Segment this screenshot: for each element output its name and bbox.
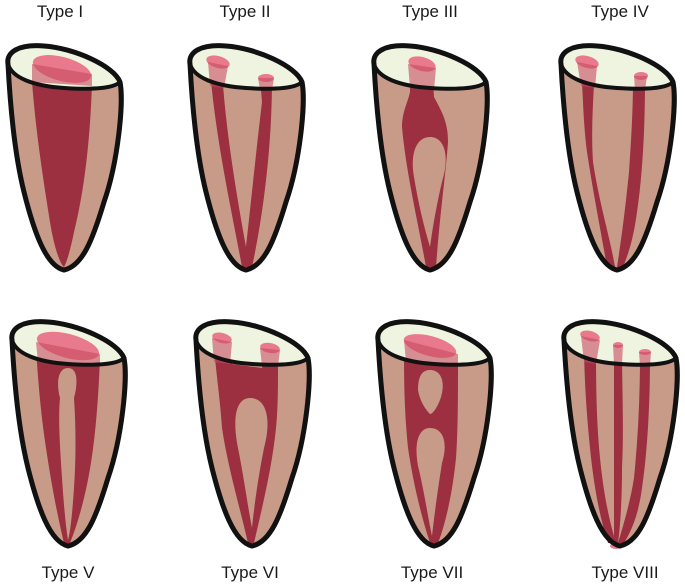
type-i-tooth-diagram [5, 43, 124, 273]
type-v-label: Type V [41, 563, 95, 582]
type-iv-label: Type IV [591, 2, 649, 21]
type-viii-tooth-diagram [561, 319, 680, 549]
type-i-label: Type I [36, 2, 84, 21]
type-ii-label: Type II [219, 2, 271, 21]
type-ii-tooth-diagram [187, 43, 306, 273]
type-viii-label: Type VIII [591, 563, 659, 582]
type-v-tooth-diagram [9, 319, 128, 549]
type-vi-label: Type VI [221, 563, 279, 582]
type-vii-label: Type VII [400, 563, 464, 582]
type-iii-tooth-diagram [371, 43, 490, 273]
type-iv-tooth-diagram [558, 43, 677, 273]
type-vi-tooth-diagram [193, 319, 312, 549]
type-vii-tooth-diagram [375, 319, 494, 549]
type-iii-label: Type III [402, 2, 458, 21]
